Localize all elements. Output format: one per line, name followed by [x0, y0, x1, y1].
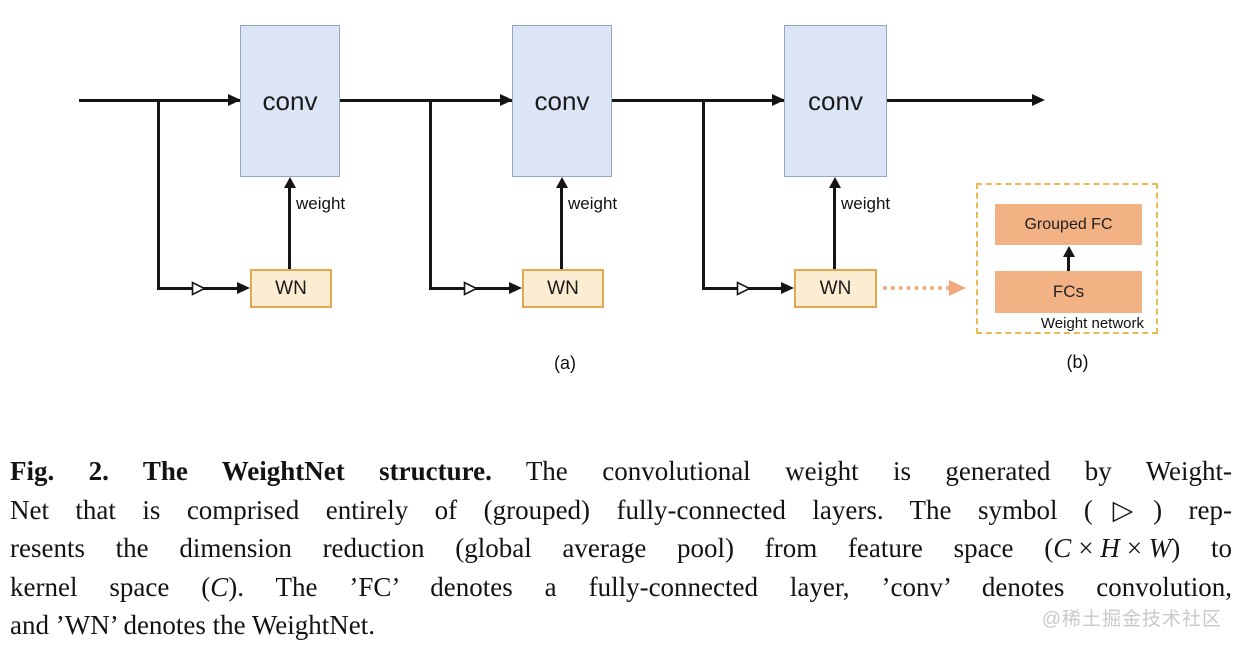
output-arrowhead-icon — [1032, 94, 1045, 106]
grouped-fc-label: Grouped FC — [1024, 215, 1113, 233]
weight-arrowhead-icon — [556, 177, 568, 188]
grouped-fc-box: Grouped FC — [995, 204, 1142, 245]
weight-network-detail-box: Grouped FC FCs Weight network — [976, 183, 1158, 334]
caption-line: and ’WN’ denotes the WeightNet. — [10, 606, 1232, 645]
wn-label: WN — [547, 277, 579, 299]
caption-text: ) to — [1171, 533, 1232, 564]
caption-line: kernel space (C). The ’FC’ denotes a ful… — [10, 568, 1232, 607]
weight-arrowhead-icon — [284, 177, 296, 188]
caption-text: The convolutional weight is generated by… — [491, 456, 1232, 486]
fcs-label: FCs — [1052, 282, 1085, 301]
conv-input-arrowhead-icon — [228, 94, 241, 106]
caption-text: and ’WN’ denotes the WeightNet. — [10, 610, 375, 641]
wn-label: WN — [819, 277, 852, 299]
weight-label: weight — [296, 194, 346, 213]
conv-box: conv — [512, 25, 612, 177]
expansion-dotted-line — [883, 286, 950, 290]
branch-line — [429, 99, 432, 290]
caption-text: kernel space ( — [10, 571, 211, 602]
branch-line — [157, 99, 160, 290]
conv-box: conv — [784, 25, 887, 177]
caption-text: resents the dimension reduction (global … — [10, 533, 1054, 564]
pool-triangle-icon — [191, 281, 207, 296]
caption-math: C — [210, 571, 229, 602]
expansion-arrowhead-icon — [949, 280, 966, 296]
conv-label: conv — [534, 85, 590, 116]
pool-triangle-icon — [463, 281, 479, 296]
conv-input-arrowhead-icon — [500, 94, 513, 106]
figure-caption: Fig. 2. The WeightNet structure. The con… — [10, 452, 1232, 645]
conv-label: conv — [808, 85, 863, 116]
branch-line — [702, 99, 705, 290]
conv-box: conv — [240, 25, 340, 177]
wn-box: WN — [250, 269, 332, 308]
pool-triangle-icon — [736, 281, 752, 296]
wn-input-arrowhead-icon — [781, 282, 794, 294]
weight-label: weight — [568, 194, 618, 213]
caption-title: Fig. 2. The WeightNet structure. — [10, 456, 492, 486]
wn-box: WN — [794, 269, 877, 308]
wn-input-arrowhead-icon — [509, 282, 522, 294]
weight-arrow-line — [833, 187, 836, 270]
weight-network-label: Weight network — [1040, 315, 1144, 332]
conv-label: conv — [262, 85, 318, 116]
wn-input-arrowhead-icon — [237, 282, 250, 294]
caption-line: Fig. 2. The WeightNet structure. The con… — [10, 452, 1232, 491]
subfigure-label-a: (a) — [554, 353, 576, 373]
weight-arrow-line — [288, 187, 291, 270]
caption-text: ). The ’FC’ denotes a fully-connected la… — [228, 571, 1232, 602]
caption-text: Net that is comprised entirely of (group… — [10, 494, 1232, 525]
fc-arrow-line — [1067, 256, 1070, 271]
caption-line: resents the dimension reduction (global … — [10, 529, 1232, 568]
wn-label: WN — [275, 277, 307, 299]
caption-math: C × H × W — [1053, 533, 1172, 564]
weight-arrow-line — [560, 187, 563, 270]
caption-line: Net that is comprised entirely of (group… — [10, 491, 1232, 530]
wn-box: WN — [522, 269, 604, 308]
fcs-box: FCs — [995, 271, 1142, 313]
subfigure-label-b: (b) — [1066, 352, 1089, 372]
fc-arrowhead-icon — [1063, 246, 1075, 257]
conv-input-arrowhead-icon — [772, 94, 785, 106]
weight-arrowhead-icon — [829, 177, 841, 188]
weight-label: weight — [841, 194, 891, 213]
watermark: @稀土掘金技术社区 — [1041, 609, 1222, 630]
